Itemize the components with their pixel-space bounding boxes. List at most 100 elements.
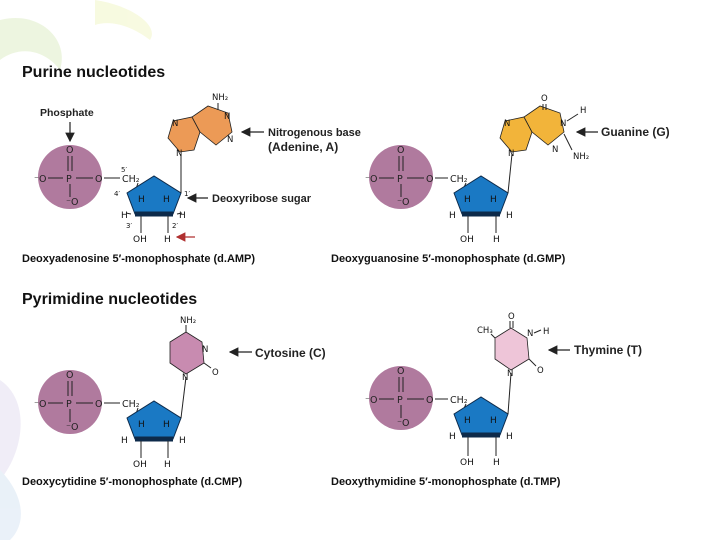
svg-text:OH: OH bbox=[133, 460, 147, 470]
svg-text:O: O bbox=[397, 366, 404, 377]
svg-text:3′: 3′ bbox=[126, 222, 132, 230]
svg-text:⁻O: ⁻O bbox=[34, 399, 47, 410]
svg-text:P: P bbox=[66, 399, 72, 410]
svg-text:H: H bbox=[543, 327, 549, 337]
svg-text:⁻O: ⁻O bbox=[365, 174, 378, 185]
phosphate-label: Phosphate bbox=[40, 107, 94, 119]
dgmp-molecule: O P ⁻O ⁻O O CH₂ H H H H OH H bbox=[365, 94, 670, 245]
deoxyribose-sugar-label: Deoxyribose sugar bbox=[212, 193, 312, 205]
adenine-base-six-ring bbox=[191, 105, 233, 146]
background-decoration bbox=[0, 0, 152, 540]
svg-text:O: O bbox=[537, 366, 544, 376]
svg-text:P: P bbox=[66, 174, 72, 185]
svg-text:N: N bbox=[552, 145, 558, 155]
svg-text:H: H bbox=[163, 420, 170, 430]
svg-text:H: H bbox=[164, 235, 171, 245]
guanine-base-six-ring bbox=[523, 105, 565, 146]
svg-text:H: H bbox=[464, 416, 471, 426]
svg-text:CH₂: CH₂ bbox=[450, 395, 468, 406]
svg-text:N: N bbox=[202, 345, 208, 355]
dgmp-caption: Deoxyguanosine 5′-monophosphate (d.GMP) bbox=[331, 253, 566, 265]
thymine-label: Thymine (T) bbox=[574, 343, 642, 357]
svg-text:CH₂: CH₂ bbox=[122, 399, 140, 410]
phosphate-group bbox=[369, 366, 433, 430]
dtmp-caption: Deoxythymidine 5′-monophosphate (d.TMP) bbox=[331, 476, 561, 488]
cytosine-label: Cytosine (C) bbox=[255, 346, 326, 360]
svg-text:H: H bbox=[506, 211, 513, 221]
svg-text:O: O bbox=[426, 174, 433, 185]
thymine-base-ring bbox=[494, 327, 530, 371]
nitrogenous-base-label: Nitrogenous base bbox=[268, 127, 361, 139]
phosphate-group bbox=[38, 370, 102, 434]
svg-text:O: O bbox=[212, 368, 219, 378]
svg-text:OH: OH bbox=[460, 235, 474, 245]
cytosine-base-ring bbox=[169, 331, 205, 375]
svg-text:⁻O: ⁻O bbox=[397, 418, 410, 429]
svg-text:NH₂: NH₂ bbox=[180, 316, 196, 326]
svg-text:N: N bbox=[560, 119, 566, 129]
svg-text:N: N bbox=[227, 135, 233, 145]
svg-text:H: H bbox=[493, 458, 500, 468]
purine-section-title: Purine nucleotides bbox=[22, 64, 165, 81]
svg-text:H: H bbox=[179, 211, 186, 221]
adenine-label: (Adenine, A) bbox=[268, 140, 338, 154]
svg-text:N: N bbox=[176, 149, 182, 159]
svg-text:P: P bbox=[397, 395, 403, 406]
svg-text:NH₂: NH₂ bbox=[212, 93, 228, 103]
phosphate-group bbox=[38, 145, 102, 209]
dtmp-molecule: O P ⁻O ⁻O O CH₂ H H H H OH H bbox=[365, 312, 642, 468]
svg-text:H: H bbox=[449, 211, 456, 221]
deoxyribose-sugar bbox=[126, 175, 182, 215]
deoxyribose-sugar bbox=[126, 400, 182, 440]
svg-text:O: O bbox=[541, 94, 548, 104]
svg-text:⁻O: ⁻O bbox=[34, 174, 47, 185]
svg-text:H: H bbox=[449, 432, 456, 442]
svg-text:O: O bbox=[508, 312, 515, 322]
svg-text:H: H bbox=[506, 432, 513, 442]
svg-text:H: H bbox=[464, 195, 471, 205]
svg-text:H: H bbox=[138, 195, 145, 205]
svg-text:OH: OH bbox=[133, 235, 147, 245]
svg-text:H: H bbox=[121, 436, 128, 446]
svg-text:CH₃: CH₃ bbox=[477, 326, 493, 336]
svg-text:N: N bbox=[508, 149, 514, 159]
phosphate-group bbox=[369, 145, 433, 209]
svg-text:O: O bbox=[397, 145, 404, 156]
deoxyribose-sugar bbox=[453, 175, 509, 215]
svg-text:O: O bbox=[426, 395, 433, 406]
svg-text:OH: OH bbox=[460, 458, 474, 468]
svg-text:P: P bbox=[397, 174, 403, 185]
svg-text:N: N bbox=[224, 112, 230, 122]
svg-text:⁻O: ⁻O bbox=[365, 395, 378, 406]
svg-text:5′: 5′ bbox=[121, 166, 127, 174]
pyrimidine-section-title: Pyrimidine nucleotides bbox=[22, 291, 197, 308]
svg-text:O: O bbox=[95, 174, 102, 185]
deoxyribose-sugar bbox=[453, 396, 509, 436]
svg-text:H: H bbox=[580, 106, 586, 116]
svg-text:H: H bbox=[493, 235, 500, 245]
svg-text:⁻O: ⁻O bbox=[66, 197, 79, 208]
svg-text:H: H bbox=[490, 416, 497, 426]
svg-text:⁻O: ⁻O bbox=[66, 422, 79, 433]
svg-text:H: H bbox=[179, 436, 186, 446]
svg-text:CH₂: CH₂ bbox=[122, 174, 140, 185]
svg-text:H: H bbox=[164, 460, 171, 470]
svg-text:N: N bbox=[527, 329, 533, 339]
svg-text:H: H bbox=[490, 195, 497, 205]
svg-text:N: N bbox=[504, 119, 510, 129]
svg-text:H: H bbox=[121, 211, 128, 221]
svg-text:O: O bbox=[66, 370, 73, 381]
svg-text:N: N bbox=[507, 369, 513, 379]
guanine-label: Guanine (G) bbox=[601, 125, 670, 139]
svg-text:O: O bbox=[95, 399, 102, 410]
svg-text:H: H bbox=[163, 195, 170, 205]
svg-text:O: O bbox=[66, 145, 73, 156]
damp-caption: Deoxyadenosine 5′-monophosphate (d.AMP) bbox=[22, 253, 255, 265]
dcmp-caption: Deoxycytidine 5′-monophosphate (d.CMP) bbox=[22, 476, 243, 488]
svg-text:4′: 4′ bbox=[114, 190, 120, 198]
svg-text:NH₂: NH₂ bbox=[573, 152, 589, 162]
damp-molecule: Phosphate O P ⁻O ⁻O O CH₂ 5′ H H 4′ 1′ H bbox=[34, 93, 361, 245]
svg-text:⁻O: ⁻O bbox=[397, 197, 410, 208]
